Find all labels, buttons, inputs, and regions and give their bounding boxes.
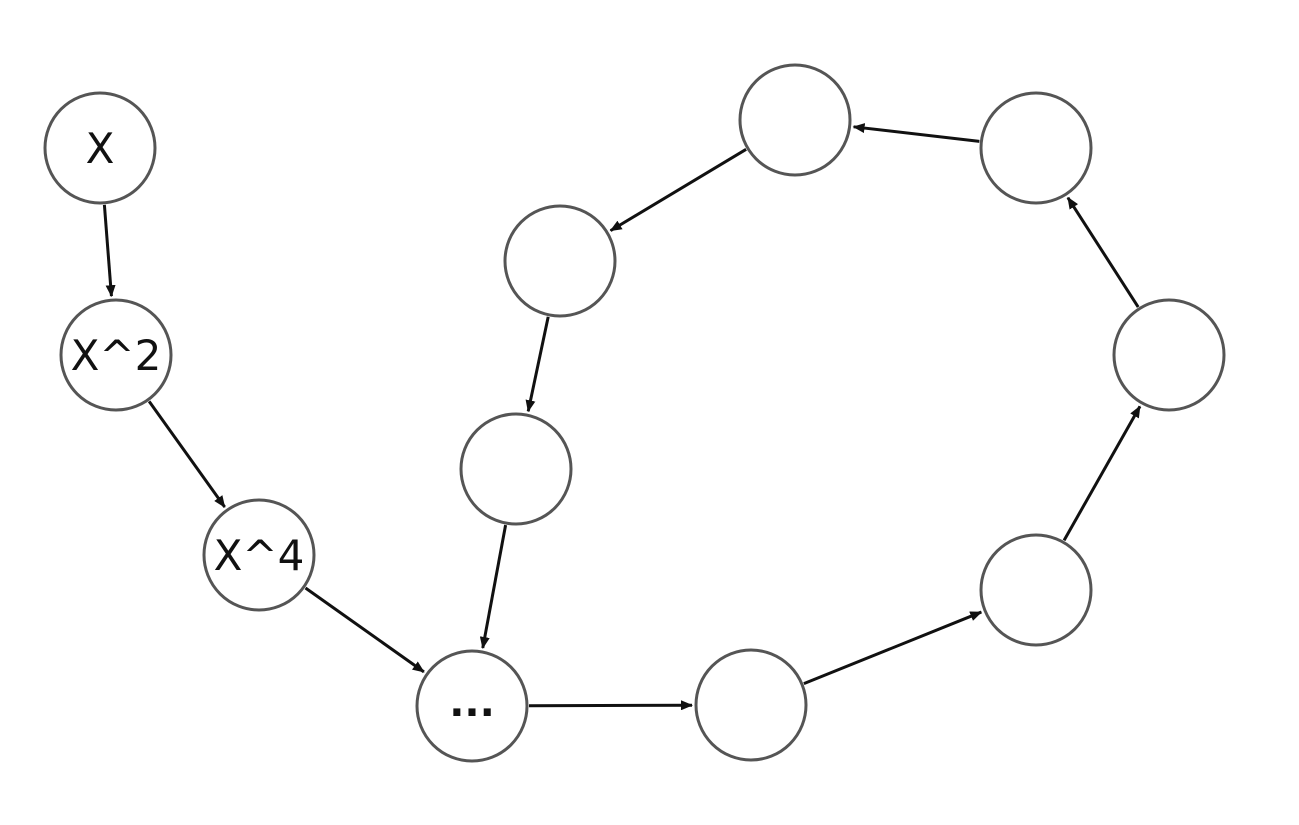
node-circle xyxy=(979,533,1093,647)
node-label: ... xyxy=(449,680,495,726)
node-c7 xyxy=(459,412,573,526)
edges-layer xyxy=(102,123,1142,711)
node-circle xyxy=(202,498,316,612)
node-circle xyxy=(1112,298,1226,412)
edge-arrow-x-to-x2 xyxy=(102,204,116,298)
node-circle xyxy=(415,649,529,763)
edge-arrow-x4-to-dots xyxy=(304,586,425,674)
node-circle xyxy=(503,204,617,318)
edge-arrow-c1-to-c2 xyxy=(803,610,983,686)
node-c4 xyxy=(979,91,1093,205)
edge-arrow-c6-to-c7 xyxy=(525,316,550,413)
edge-arrow-dots-to-c1 xyxy=(528,700,694,711)
node-c5 xyxy=(738,63,852,177)
edge-arrow-c3-to-c4 xyxy=(1066,196,1140,308)
edge-arrow-x2-to-x4 xyxy=(147,400,226,508)
nodes-layer: X X^2X^4... xyxy=(43,63,1226,763)
node-dots: ... xyxy=(415,649,529,763)
node-c6 xyxy=(503,204,617,318)
node-x2: X^2 xyxy=(59,298,173,412)
node-circle xyxy=(738,63,852,177)
node-c1 xyxy=(694,648,808,762)
node-circle xyxy=(694,648,808,762)
node-label: X xyxy=(86,124,115,173)
node-circle xyxy=(59,298,173,412)
node-label: X^2 xyxy=(71,331,162,380)
node-x4: X^4 xyxy=(202,498,316,612)
node-c3 xyxy=(1112,298,1226,412)
edge-arrow-c7-to-dots xyxy=(479,524,508,649)
edge-arrow-c5-to-c6 xyxy=(609,148,747,232)
node-label: X^4 xyxy=(214,531,305,580)
edge-arrow-c4-to-c5 xyxy=(852,123,980,143)
edge-arrow-c2-to-c3 xyxy=(1062,405,1142,542)
node-circle xyxy=(43,91,157,205)
node-c2 xyxy=(979,533,1093,647)
node-circle xyxy=(459,412,573,526)
node-circle xyxy=(979,91,1093,205)
node-x: X xyxy=(43,91,157,205)
